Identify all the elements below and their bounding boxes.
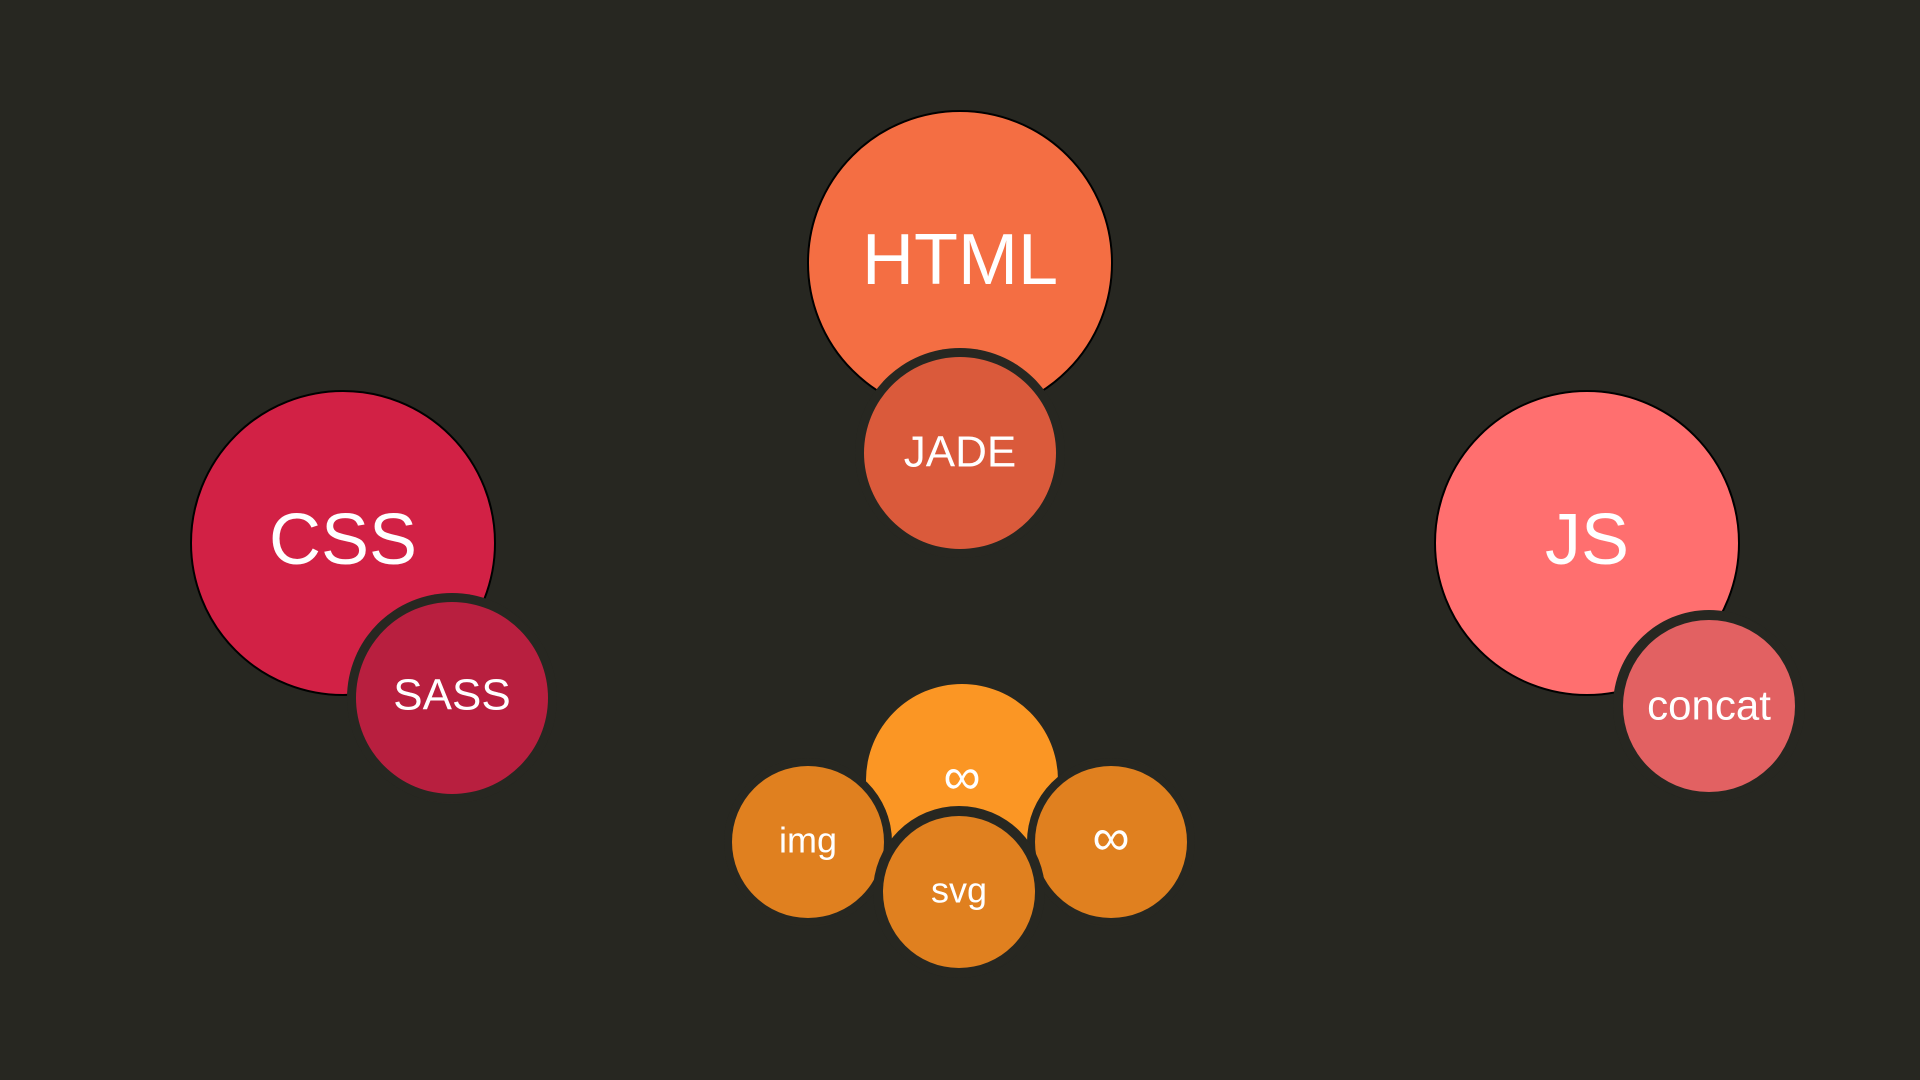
js-label: JS xyxy=(1545,500,1629,580)
jade-label: JADE xyxy=(904,428,1016,477)
svg-label: svg xyxy=(931,870,987,911)
img-label: img xyxy=(779,820,837,861)
css-label: CSS xyxy=(269,500,417,580)
infinity-label: ∞ xyxy=(1092,809,1129,867)
infinity-bubble xyxy=(1035,766,1187,918)
assets-label: ∞ xyxy=(943,748,980,806)
svg-bubble xyxy=(883,816,1035,968)
concat-bubble xyxy=(1623,620,1795,792)
sass-label: SASS xyxy=(393,671,510,720)
jade-bubble xyxy=(864,357,1056,549)
assets-group: ∞ img ∞ svg xyxy=(724,684,1195,978)
js-bubble xyxy=(1434,390,1740,696)
img-bubble xyxy=(732,766,884,918)
html-group: HTML JADE xyxy=(807,110,1113,558)
css-group: CSS SASS xyxy=(190,390,557,803)
concat-label: concat xyxy=(1647,682,1771,729)
js-group: JS concat xyxy=(1434,390,1805,802)
html-label: HTML xyxy=(862,220,1058,300)
sass-bubble xyxy=(356,602,548,794)
